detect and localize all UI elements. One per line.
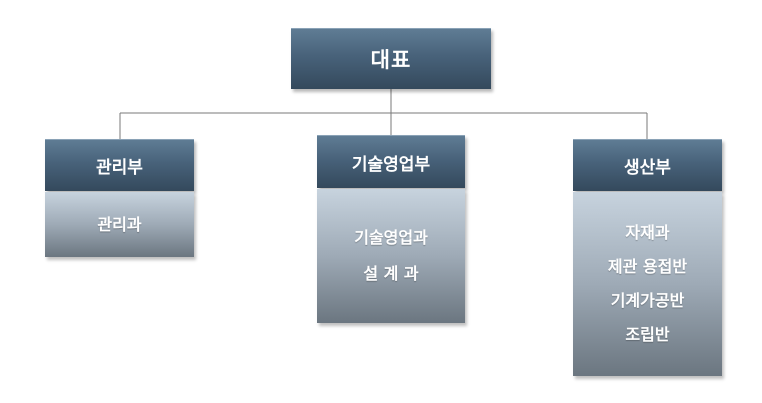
team-label: 설 계 과 xyxy=(363,264,419,283)
team-list-production: 자재과 제관 용접반 기계가공반 조립반 xyxy=(573,192,722,376)
dept-label: 생산부 xyxy=(624,158,671,178)
team-list-tech-sales: 기술영업과 설 계 과 xyxy=(317,189,465,323)
dept-node-tech-sales: 기술영업부 xyxy=(317,135,465,188)
team-label: 기술영업과 xyxy=(354,228,428,247)
team-list-management: 관리과 xyxy=(45,192,194,257)
team-label: 조립반 xyxy=(625,325,670,344)
team-label: 자재과 xyxy=(625,223,670,242)
team-label: 제관 용접반 xyxy=(607,257,688,276)
dept-label: 기술영업부 xyxy=(351,154,431,175)
dept-node-production: 생산부 xyxy=(573,139,722,191)
root-node: 대표 xyxy=(291,28,491,89)
root-label: 대표 xyxy=(370,48,412,72)
team-label: 관리과 xyxy=(97,214,142,234)
team-label: 기계가공반 xyxy=(610,291,685,310)
dept-node-management: 관리부 xyxy=(45,139,194,191)
dept-label: 관리부 xyxy=(96,158,143,178)
